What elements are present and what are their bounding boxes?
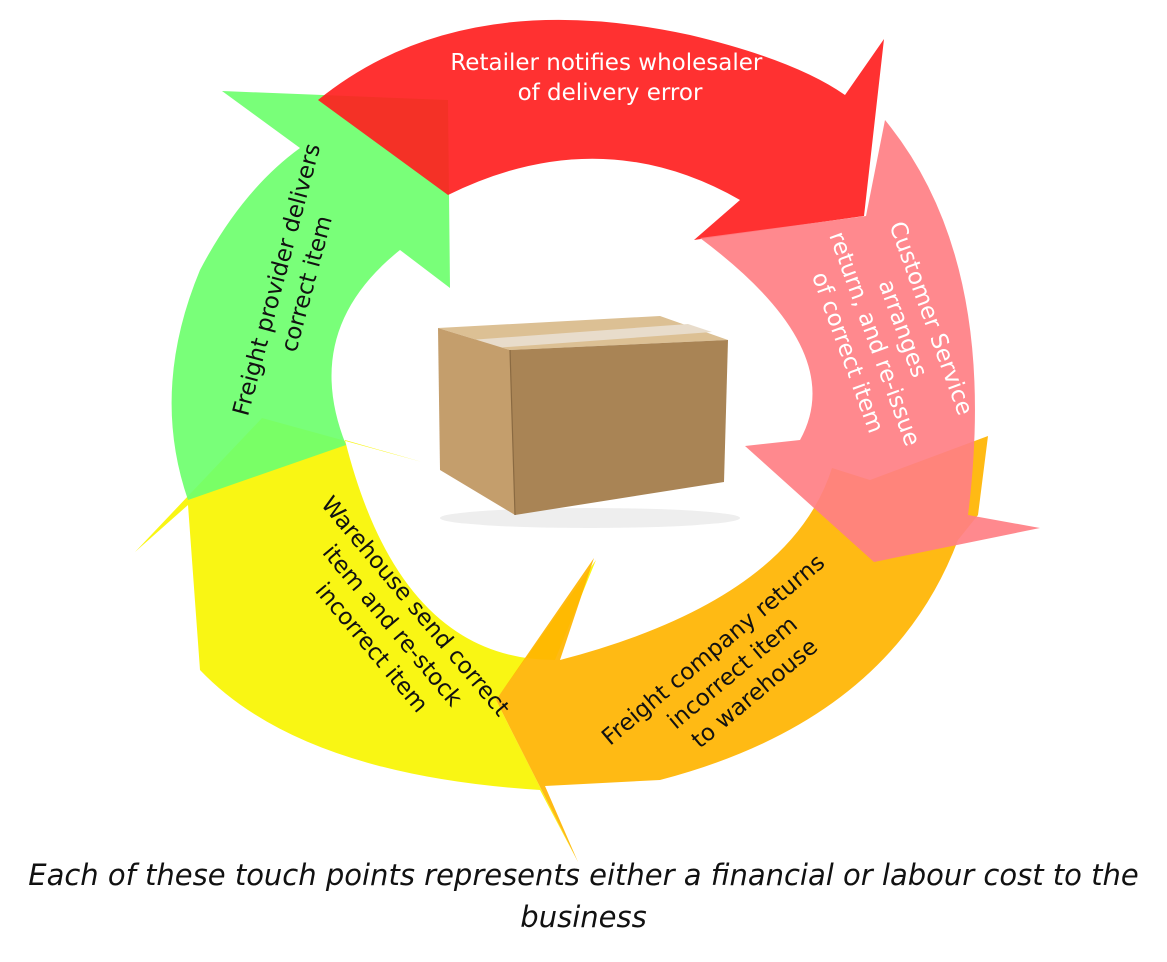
retailer-arrow — [318, 19, 884, 241]
box-front — [438, 328, 515, 515]
box-side — [510, 340, 728, 515]
customer-service-arrow — [700, 120, 1040, 562]
box-tape — [470, 324, 712, 348]
retailer-label: Retailer notifies wholesaler of delivery… — [450, 50, 769, 106]
caption-text: Each of these touch points represents ei… — [28, 858, 1139, 934]
box-seam — [509, 349, 516, 516]
box-shadow — [440, 508, 740, 528]
freight-deliver-arrow — [171, 91, 450, 500]
retailer-label-line: of delivery error — [518, 80, 703, 106]
warehouse-arrow — [135, 418, 596, 862]
cardboard-box-image — [438, 316, 740, 528]
retailer-label-line: Retailer notifies wholesaler — [450, 50, 763, 76]
